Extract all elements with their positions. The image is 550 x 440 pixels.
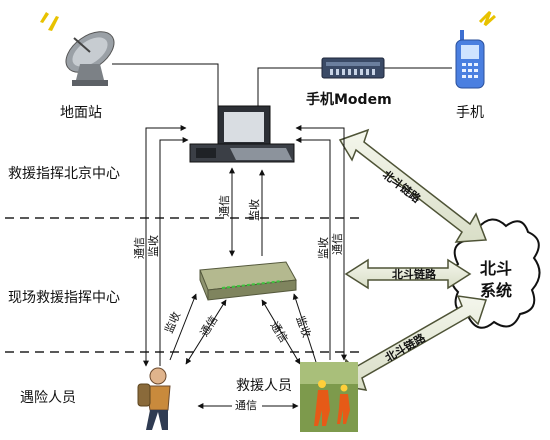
monitor-line-left xyxy=(159,137,189,366)
beidou-system-line2: 系统 xyxy=(480,281,512,300)
victim-person-icon xyxy=(137,367,171,430)
mobile-phone-icon xyxy=(455,10,497,89)
modem-icon xyxy=(321,57,385,79)
beijing-center-label: 救援指挥北京中心 xyxy=(8,166,120,182)
ground-station-connector xyxy=(112,63,219,106)
phone-modem-label: 手机Modem xyxy=(306,91,392,108)
beidou-link-arrow-middle xyxy=(344,258,472,290)
comm-label-victim-rescuer: 通信 xyxy=(235,399,257,412)
victim-label: 遇险人员 xyxy=(20,390,76,406)
phone-label: 手机 xyxy=(456,105,484,121)
ground-station-label: 地面站 xyxy=(60,105,102,121)
rescuer-label: 救援人员 xyxy=(236,378,292,394)
comm-label-center: 通信 xyxy=(218,195,231,217)
beidou-link-label-middle: 北斗链路 xyxy=(392,267,437,281)
satellite-dish-icon xyxy=(40,12,115,86)
monitor-arrow-field-rescuer xyxy=(292,293,317,363)
command-computer-icon xyxy=(189,105,295,163)
comm-label-right: 通信 xyxy=(331,233,344,255)
comm-label-field-victim: 通信 xyxy=(198,313,221,339)
comm-label-left: 通信 xyxy=(133,237,146,259)
comm-arrow-field-victim xyxy=(185,299,227,365)
monitor-label-right: 监收 xyxy=(316,237,330,259)
monitor-label-center: 监收 xyxy=(247,199,261,221)
modem-connector xyxy=(257,67,322,106)
comm-line-right xyxy=(295,125,347,361)
beidou-system-line1: 北斗 xyxy=(480,259,512,278)
beidou-link-arrow-top xyxy=(338,128,488,243)
monitor-label-field-victim: 监收 xyxy=(161,309,183,335)
field-device-icon xyxy=(199,261,297,301)
monitor-label-left: 监收 xyxy=(146,235,160,257)
comm-arrow-field-rescuer xyxy=(261,299,301,365)
rescuer-photo xyxy=(300,362,358,432)
comm-line-left xyxy=(143,125,187,367)
field-center-label: 现场救援指挥中心 xyxy=(8,290,120,306)
monitor-label-field-rescuer: 监收 xyxy=(293,314,314,339)
